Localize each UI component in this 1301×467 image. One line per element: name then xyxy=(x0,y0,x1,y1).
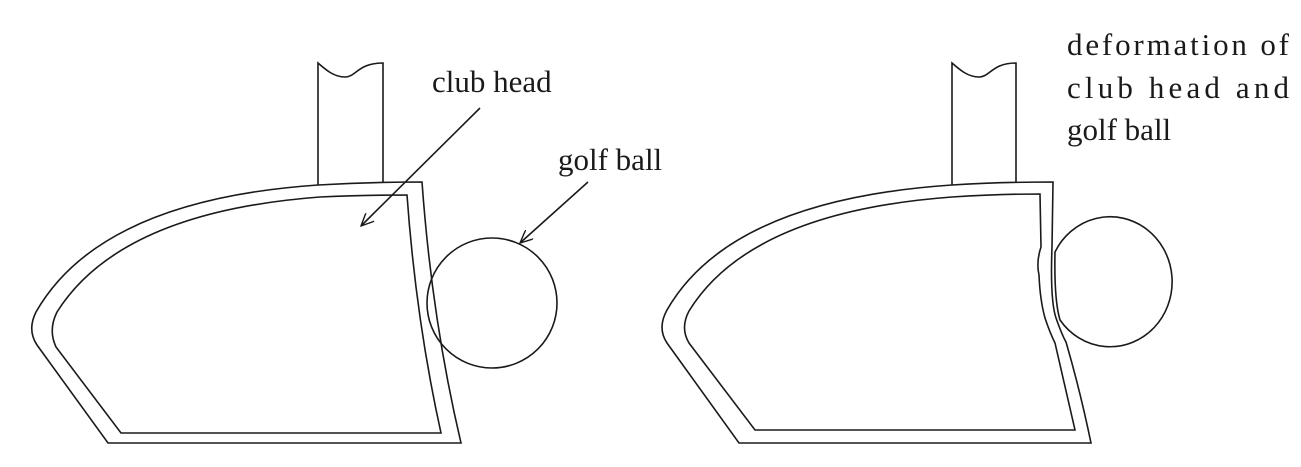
club-head-inner xyxy=(51,194,442,434)
club-head-arrow xyxy=(361,107,481,226)
club-head-outer xyxy=(30,181,463,444)
club-head-outer-deformed xyxy=(661,181,1092,444)
before-impact-figure: club head golf ball xyxy=(30,61,662,444)
club-shaft xyxy=(951,61,1017,185)
golf-ball-deformed xyxy=(1054,215,1173,348)
golf-ball-label: golf ball xyxy=(558,142,662,177)
deformation-label-line3: golf ball xyxy=(1067,112,1171,147)
during-impact-figure: deformation of club head and golf ball xyxy=(661,27,1290,444)
golf-ball-arrow xyxy=(520,181,589,243)
golf-ball xyxy=(426,237,558,369)
deformation-label-line1: deformation of xyxy=(1067,27,1290,62)
club-head-inner-deformed xyxy=(683,193,1077,431)
club-shaft xyxy=(317,61,384,185)
deformation-label-line2: club head and xyxy=(1067,70,1290,105)
club-head-label: club head xyxy=(432,64,552,99)
